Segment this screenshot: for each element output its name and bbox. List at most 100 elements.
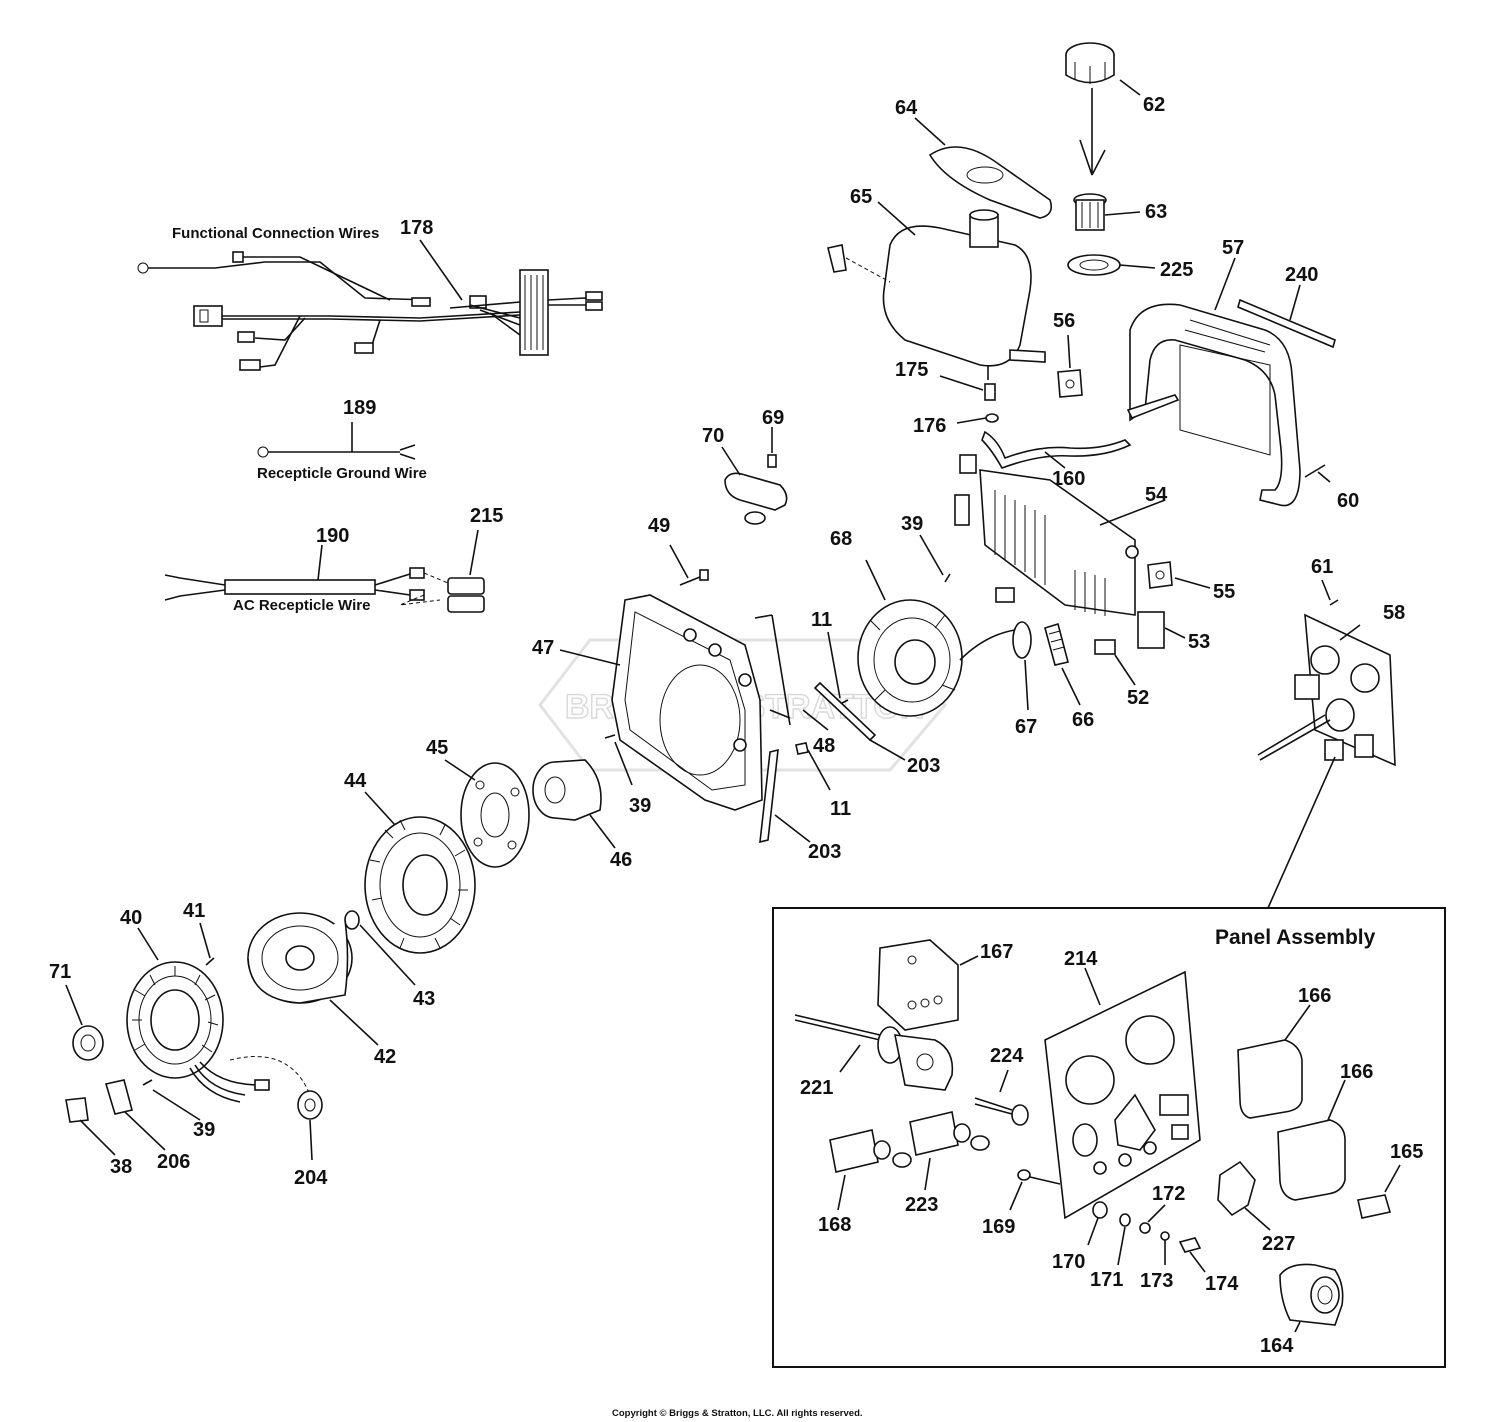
bracket-70 — [721, 427, 788, 525]
label-71: 71 — [49, 961, 71, 983]
panel-assembly-leader — [1267, 756, 1336, 909]
bracket-56 — [1057, 334, 1083, 398]
label-204: 204 — [294, 1167, 328, 1189]
label-166-a: 166 — [1298, 985, 1331, 1007]
label-53: 53 — [1188, 631, 1210, 653]
label-214: 214 — [1064, 948, 1098, 970]
label-176: 176 — [913, 415, 946, 437]
wiring-harness — [137, 251, 603, 371]
strip-240 — [1237, 284, 1336, 349]
label-42: 42 — [374, 1046, 396, 1068]
label-55: 55 — [1213, 581, 1235, 603]
insulator-53 — [1137, 611, 1186, 649]
cover-166-a — [1237, 1004, 1311, 1119]
grommet-225 — [1067, 254, 1156, 276]
label-206: 206 — [157, 1151, 190, 1173]
fan-44 — [364, 791, 476, 954]
label-203-a: 203 — [907, 755, 940, 777]
handle-67 — [1012, 621, 1032, 711]
label-48: 48 — [813, 735, 835, 757]
label-39-b: 39 — [629, 795, 651, 817]
label-47: 47 — [532, 637, 554, 659]
screw-61 — [1321, 579, 1339, 606]
housing-47 — [559, 594, 763, 811]
label-57: 57 — [1222, 237, 1244, 259]
grommet-204 — [297, 1090, 323, 1161]
screw-39-bottom — [142, 1079, 201, 1121]
label-63: 63 — [1145, 201, 1167, 223]
label-62: 62 — [1143, 94, 1165, 116]
fuel-cap-62 — [1065, 42, 1141, 176]
frame-57 — [1126, 257, 1301, 507]
label-64: 64 — [895, 97, 918, 119]
label-39-c: 39 — [193, 1119, 215, 1141]
label-227: 227 — [1262, 1233, 1295, 1255]
grip-66 — [1044, 622, 1081, 706]
label-215: 215 — [470, 505, 503, 527]
label-54: 54 — [1145, 484, 1168, 506]
label-67: 67 — [1015, 716, 1037, 738]
label-175: 175 — [895, 359, 928, 381]
label-38: 38 — [110, 1156, 132, 1178]
plate-45 — [444, 759, 530, 868]
label-168: 168 — [818, 1214, 851, 1236]
label-49: 49 — [648, 515, 670, 537]
panel-assembly-title: Panel Assembly — [1215, 926, 1376, 949]
ac-wire-190 — [164, 529, 485, 613]
label-45: 45 — [426, 737, 448, 759]
screw-39-mid — [604, 734, 633, 786]
label-52: 52 — [1127, 687, 1149, 709]
label-178: 178 — [400, 217, 433, 239]
label-169: 169 — [982, 1216, 1015, 1238]
label-70: 70 — [702, 425, 724, 447]
strip-203-b — [759, 748, 811, 844]
strip-203-a — [813, 681, 906, 761]
label-160: 160 — [1052, 468, 1085, 490]
breaker-223 — [909, 1111, 990, 1191]
receptacle-167 — [877, 939, 979, 1031]
plug-52 — [1094, 639, 1136, 686]
switch-165 — [1357, 1164, 1401, 1219]
dc-socket-164 — [1279, 1263, 1344, 1333]
label-164: 164 — [1260, 1335, 1294, 1357]
label-165: 165 — [1390, 1141, 1423, 1163]
label-66: 66 — [1072, 709, 1094, 731]
label-189: 189 — [343, 397, 376, 419]
clip-38 — [65, 1097, 116, 1156]
bracket-227 — [1217, 1160, 1271, 1231]
label-56: 56 — [1053, 310, 1075, 332]
indicator-224 — [974, 1069, 1029, 1126]
bolt-49 — [669, 544, 709, 586]
bushing-71 — [65, 984, 104, 1061]
label-58: 58 — [1383, 602, 1405, 624]
fuel-tank-65 — [827, 201, 1046, 380]
hardware-170-174 — [1087, 1201, 1206, 1273]
faceplate-214 — [1044, 967, 1201, 1220]
panel-assembly-box — [772, 907, 1446, 1368]
bolts-48 — [754, 614, 829, 731]
label-170: 170 — [1052, 1251, 1085, 1273]
caption-functional-connection-wires: Functional Connection Wires — [172, 225, 379, 242]
plug-small — [995, 587, 1015, 603]
fuel-line-160 — [981, 430, 1132, 469]
label-172: 172 — [1152, 1183, 1185, 1205]
label-190: 190 — [316, 525, 349, 547]
copyright-notice: Copyright © Briggs & Stratton, LLC. All … — [612, 1408, 863, 1419]
label-203-b: 203 — [808, 841, 841, 863]
rotor-42 — [247, 912, 379, 1046]
label-223: 223 — [905, 1194, 938, 1216]
label-225: 225 — [1160, 259, 1193, 281]
washer-43 — [344, 910, 416, 986]
stator-40 — [126, 927, 311, 1103]
label-171: 171 — [1090, 1269, 1123, 1291]
ground-wire-189 — [257, 422, 416, 460]
filter-63 — [1073, 193, 1141, 231]
label-173: 173 — [1140, 1270, 1173, 1292]
outlet-221 — [794, 1014, 954, 1091]
label-46: 46 — [610, 849, 632, 871]
caption-receptacle-ground-wire: Recepticle Ground Wire — [257, 465, 427, 482]
bracket-206 — [104, 1079, 166, 1151]
label-166-b: 166 — [1340, 1061, 1373, 1083]
panel-58 — [1257, 613, 1396, 767]
